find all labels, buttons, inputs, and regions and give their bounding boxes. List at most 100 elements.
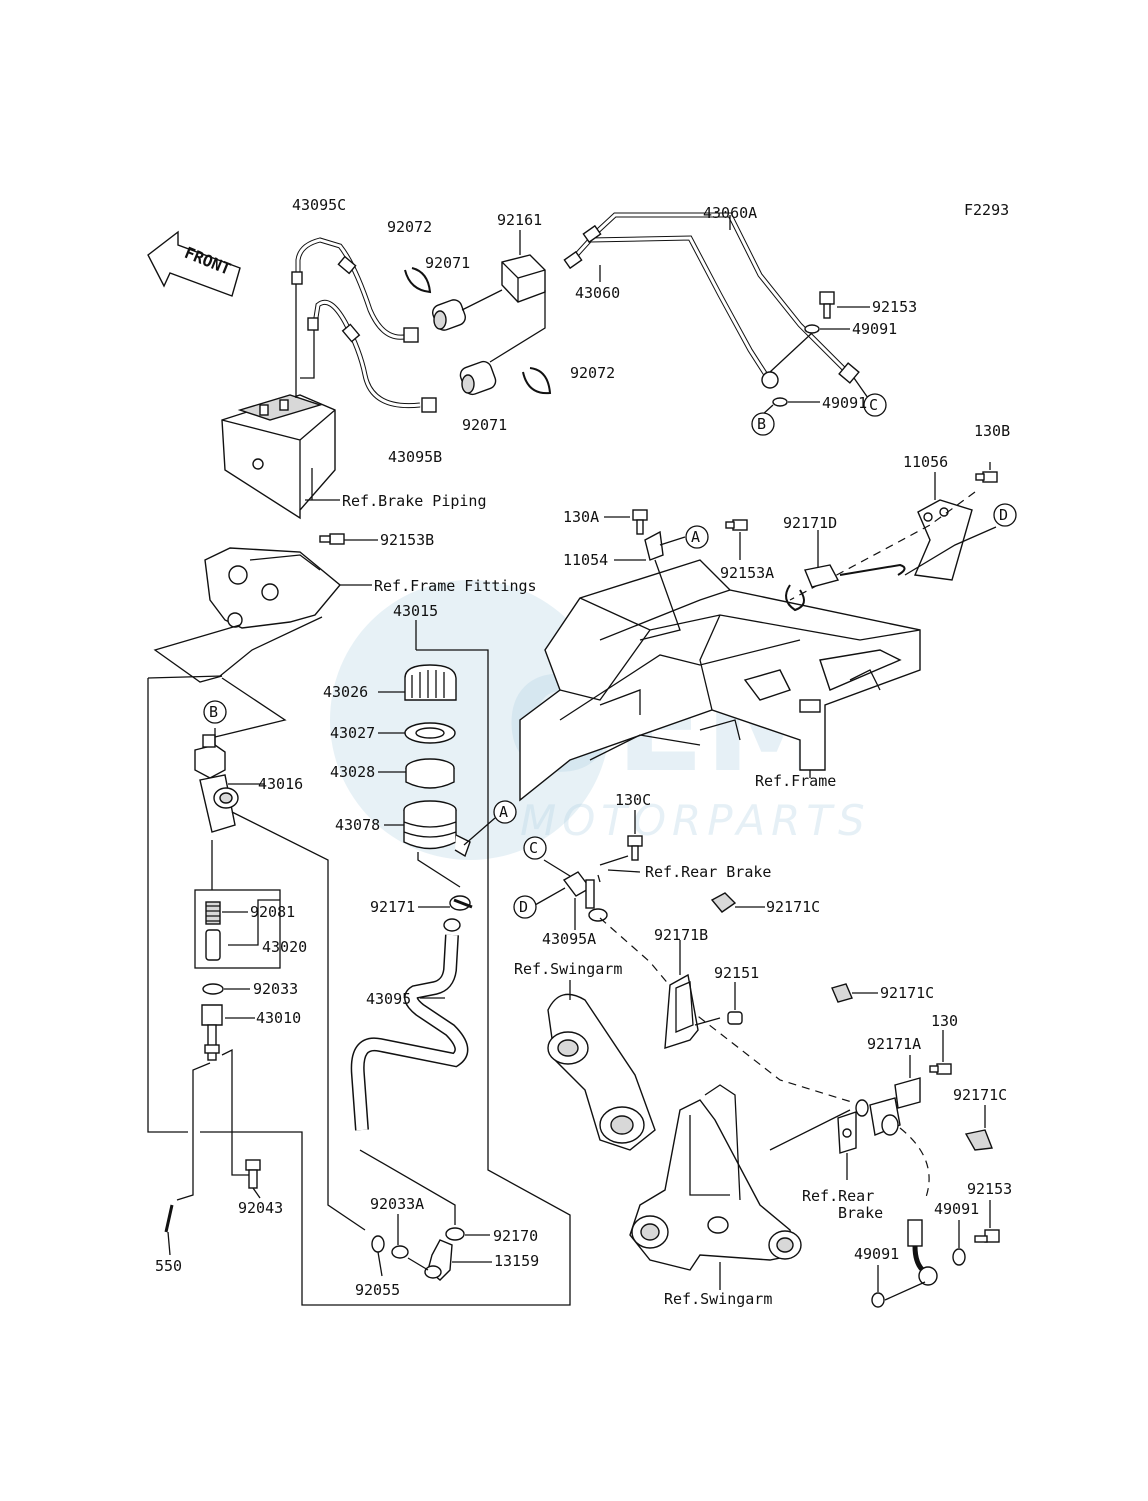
label-130A: 130A <box>563 508 599 526</box>
reservoir-43078 <box>403 800 471 858</box>
label-550: 550 <box>155 1257 182 1275</box>
fitting <box>403 327 419 343</box>
label-130C: 130C <box>615 791 651 809</box>
swingarm-lower <box>629 1084 802 1271</box>
ref-frame-fittings: Ref.Frame Fittings <box>374 577 537 595</box>
clip-92072-b <box>522 367 552 395</box>
swingarm-upper <box>547 993 656 1151</box>
circlip-92033 <box>202 983 224 995</box>
callout-D-2: D <box>513 895 537 919</box>
label-92033: 92033 <box>253 980 298 998</box>
label-43020: 43020 <box>262 938 307 956</box>
label-92171C-c: 92171C <box>953 1086 1007 1104</box>
label-130: 130 <box>931 1012 958 1030</box>
label-43078: 43078 <box>335 816 380 834</box>
callout-A-1: A <box>685 525 709 549</box>
callout-C-1: C <box>863 393 887 417</box>
callout-B-2: B <box>203 700 227 724</box>
svg-text:C: C <box>529 839 538 857</box>
bolt-130C <box>627 835 643 861</box>
label-49091-c: 49091 <box>934 1200 979 1218</box>
master-cylinder-43016 <box>194 734 239 833</box>
label-92153-lower: 92153 <box>967 1180 1012 1198</box>
grommet-92071-b <box>459 360 497 396</box>
callout-D-1: D <box>993 503 1017 527</box>
figure-code: F2293 <box>964 201 1009 219</box>
ref-rear-brake-b-1: Ref.Rear <box>802 1187 874 1205</box>
piston-43020 <box>205 929 221 961</box>
callout-A-2: A <box>493 800 517 824</box>
front-arrow-icon: FRONT <box>147 230 241 297</box>
clamp-92171C-b <box>831 983 853 1003</box>
svg-text:A: A <box>499 803 508 821</box>
bolt-92153-lower <box>974 1229 1000 1243</box>
ref-rear-brake-a: Ref.Rear Brake <box>645 863 771 881</box>
ref-rear-brake-b-2: Brake <box>838 1204 883 1222</box>
hose-43095C <box>291 237 413 340</box>
label-43016: 43016 <box>258 775 303 793</box>
washer-49091-d <box>871 1292 885 1308</box>
bracket-11056 <box>913 499 973 581</box>
washer-49091-c <box>952 1248 966 1266</box>
label-43027: 43027 <box>330 724 375 742</box>
label-92071-a: 92071 <box>425 254 470 272</box>
svg-text:C: C <box>869 396 878 414</box>
label-43028: 43028 <box>330 763 375 781</box>
label-11056: 11056 <box>903 453 948 471</box>
svg-text:B: B <box>757 415 766 433</box>
label-92171B: 92171B <box>654 926 708 944</box>
oring-92055 <box>371 1235 385 1253</box>
pushrod-43010 <box>201 1004 223 1061</box>
abs-unit <box>221 394 336 520</box>
bolt-130A <box>632 509 648 535</box>
label-11054: 11054 <box>563 551 608 569</box>
hose-end-43095A <box>562 871 608 922</box>
rear-brake-switch <box>837 1097 901 1154</box>
label-92153B: 92153B <box>380 531 434 549</box>
watermark-text: MOTORPARTS <box>520 796 871 845</box>
nut-92151 <box>727 1011 743 1025</box>
spring-92081 <box>205 901 221 925</box>
label-43095B: 43095B <box>388 448 442 466</box>
label-43010: 43010 <box>256 1009 301 1027</box>
label-92072-b: 92072 <box>570 364 615 382</box>
fitting-13159 <box>424 1239 453 1281</box>
washer-49091-b <box>772 397 788 407</box>
bracket-11054 <box>644 530 664 561</box>
label-92171C-b: 92171C <box>880 984 934 1002</box>
label-49091-a: 49091 <box>852 320 897 338</box>
label-43060: 43060 <box>575 284 620 302</box>
label-92153A: 92153A <box>720 564 774 582</box>
label-43060A: 43060A <box>703 204 757 222</box>
label-92081: 92081 <box>250 903 295 921</box>
svg-text:A: A <box>691 528 700 546</box>
cotter-pin-550 <box>164 1204 174 1233</box>
label-92171A: 92171A <box>867 1035 921 1053</box>
label-43095C: 43095C <box>292 196 346 214</box>
label-43015: 43015 <box>393 602 438 620</box>
label-92171: 92171 <box>370 898 415 916</box>
reservoir-cap-43026 <box>404 664 457 701</box>
clamp-92171D <box>785 563 906 612</box>
clamp-92171 <box>449 895 473 911</box>
label-92071-b: 92071 <box>462 416 507 434</box>
label-130B: 130B <box>974 422 1010 440</box>
clip-92072-a <box>404 267 432 294</box>
bolt-92153-top <box>819 291 835 319</box>
block-92161 <box>501 254 546 303</box>
callout-B-1: B <box>751 412 775 436</box>
clamp-92171C-c <box>964 1129 993 1151</box>
label-92151: 92151 <box>714 964 759 982</box>
ref-swingarm-b: Ref.Swingarm <box>664 1290 772 1308</box>
svg-text:D: D <box>999 506 1008 524</box>
label-92072-a: 92072 <box>387 218 432 236</box>
label-92153-top: 92153 <box>872 298 917 316</box>
pin-92043 <box>245 1159 261 1189</box>
banjo-lower <box>907 1219 938 1286</box>
grommet-92071-a <box>432 299 466 331</box>
ref-brake-piping: Ref.Brake Piping <box>342 492 487 510</box>
bracket-92171B <box>664 973 699 1049</box>
hose-43095 <box>350 918 469 1131</box>
ref-frame: Ref.Frame <box>755 772 836 790</box>
